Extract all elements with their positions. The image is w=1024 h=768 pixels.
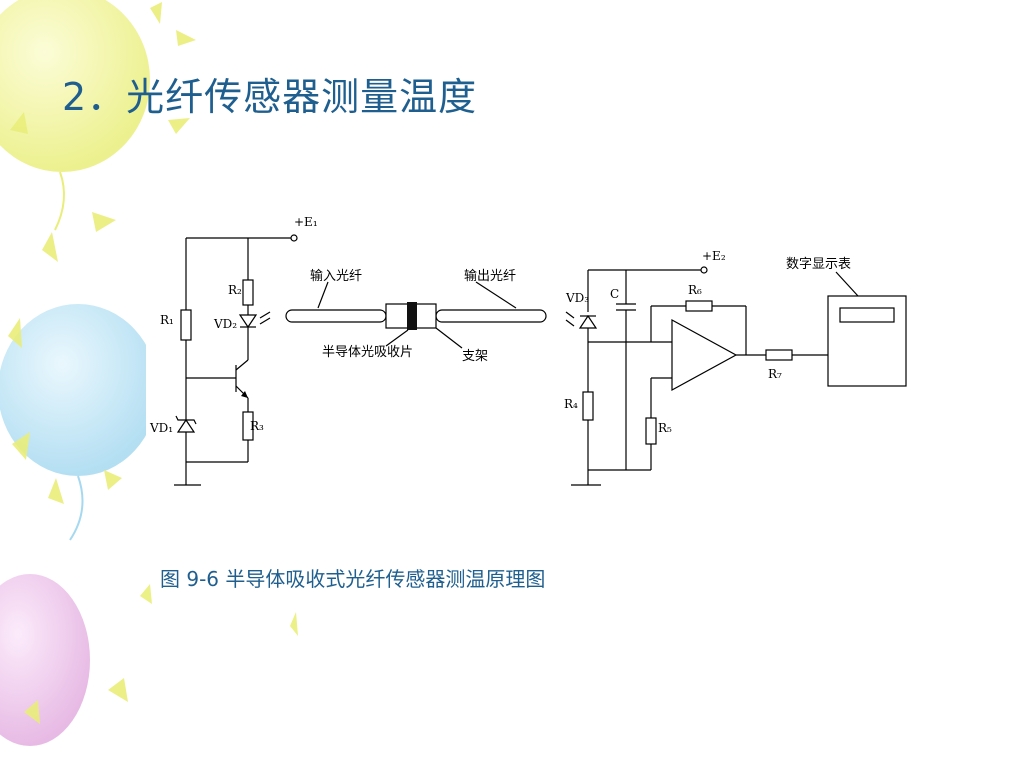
label-output-fiber: 输出光纤 — [464, 268, 516, 284]
balloon-blue — [0, 304, 158, 541]
input-fiber — [285, 309, 387, 323]
photodiode-vd3 — [578, 314, 598, 329]
label-display: 数字显示表 — [786, 257, 851, 272]
confetti — [8, 2, 298, 724]
e2-terminal — [700, 266, 708, 274]
label-r1: R₁ — [160, 313, 174, 327]
label-semiconductor: 半导体光吸收片 — [322, 345, 413, 360]
label-bracket: 支架 — [462, 349, 488, 364]
resistor-r7 — [765, 349, 793, 361]
fiber-assembly — [285, 281, 547, 349]
label-r6: R₆ — [688, 283, 702, 297]
resistor-r5 — [645, 417, 657, 445]
circuit-diagram: +E₁ R₂ R₁ VD₂ R₃ VD₁ 输入光纤 输出光纤 半导体光吸收片 支… — [146, 200, 946, 500]
driver-circuit — [174, 234, 298, 486]
resistor-r1 — [180, 309, 192, 341]
label-c: C — [610, 287, 619, 301]
label-e1: +E₁ — [294, 215, 318, 229]
slide-title: 2．光纤传感器测量温度 — [62, 75, 478, 119]
label-vd1: VD₁ — [149, 421, 173, 435]
label-r3: R₃ — [250, 419, 264, 433]
label-r7: R₇ — [768, 367, 782, 381]
label-r4: R₄ — [564, 397, 578, 411]
output-fiber — [435, 309, 547, 323]
led-vd2 — [238, 314, 258, 329]
resistor-r4 — [582, 391, 594, 421]
resistor-r2 — [242, 279, 254, 306]
circuit-schematic: +E₁ R₂ R₁ VD₂ R₃ VD₁ 输入光纤 输出光纤 半导体光吸收片 支… — [149, 215, 907, 486]
label-input-fiber: 输入光纤 — [310, 268, 362, 284]
resistor-r6 — [685, 300, 713, 312]
figure-caption: 图 9-6 半导体吸收式光纤传感器测温原理图 — [160, 567, 546, 591]
label-r2: R₂ — [228, 283, 242, 297]
balloon-pink — [0, 574, 90, 746]
e1-terminal — [290, 234, 298, 242]
display-screen — [839, 307, 895, 323]
label-vd2: VD₂ — [213, 317, 237, 331]
label-e2: +E₂ — [702, 249, 726, 263]
detector-circuit — [565, 266, 907, 486]
semiconductor-absorber — [407, 302, 417, 330]
zener-vd1 — [176, 418, 196, 433]
balloon-yellow — [0, 0, 150, 231]
label-r5: R₅ — [658, 421, 672, 435]
op-amp — [671, 318, 738, 392]
label-vd3: VD₃ — [565, 291, 589, 305]
